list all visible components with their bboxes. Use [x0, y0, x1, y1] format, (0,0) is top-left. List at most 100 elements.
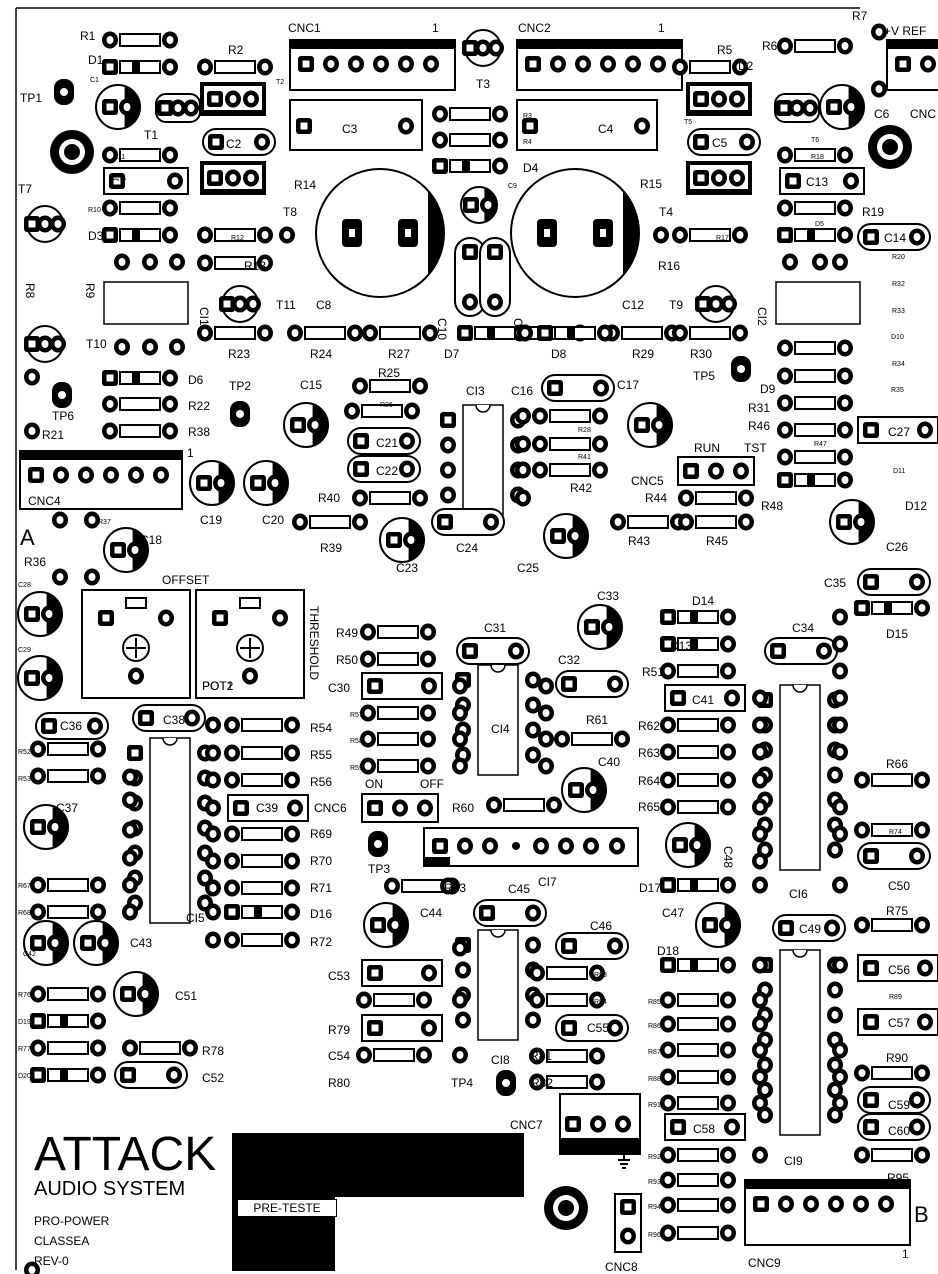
pad-hole: [676, 63, 684, 71]
pad-hole: [733, 174, 741, 182]
pad-hole: [425, 682, 433, 690]
resistor-body: [214, 228, 256, 242]
pad-hole: [94, 772, 102, 780]
label-r1: R1: [80, 29, 96, 43]
pad-hole: [756, 721, 764, 729]
pad-hole: [425, 1024, 433, 1032]
resistor-body: [241, 773, 283, 787]
resistor-body: [677, 1173, 719, 1187]
pad-hole: [737, 467, 745, 475]
label-c30: C30: [328, 681, 350, 695]
pad-hole: [456, 735, 464, 743]
pad-hole: [611, 680, 619, 688]
pad-hole: [459, 751, 467, 759]
pad-hole: [126, 1044, 134, 1052]
label-cnc7: CNC7: [510, 1118, 543, 1132]
terminal-base: [560, 1138, 640, 1154]
pad-hole: [579, 60, 587, 68]
label-c22: C22: [376, 464, 398, 478]
pad-hole: [28, 340, 36, 348]
pad-hole: [407, 536, 415, 544]
pad-hole: [496, 110, 504, 118]
pad-hole: [551, 384, 559, 392]
label-r36: R36: [24, 555, 46, 569]
pad-hole: [444, 882, 452, 890]
pad-hole: [593, 1078, 601, 1086]
pad-hole: [521, 329, 529, 337]
ic-outline: [779, 949, 821, 1136]
label-d13: D13: [670, 639, 692, 653]
pad-hole: [34, 823, 42, 831]
pad-hole: [51, 823, 59, 831]
label-tp1: TP1: [20, 91, 42, 105]
label-r87: R87: [648, 1049, 661, 1056]
resistor-body: [139, 1041, 181, 1055]
pad-hole: [377, 60, 385, 68]
pad-hole: [288, 830, 296, 838]
pad-hole: [913, 578, 921, 586]
pad-hole: [786, 258, 794, 266]
resistor-body: [119, 148, 161, 162]
label-c29: C29: [18, 647, 31, 654]
resistor-body: [794, 450, 836, 464]
pad-hole: [593, 996, 601, 1004]
pad-hole: [276, 614, 284, 622]
pad-hole: [57, 471, 65, 479]
resistor-body: [871, 1066, 913, 1080]
resistor-body: [677, 1148, 719, 1162]
label-r80: R80: [328, 1076, 350, 1090]
label-r78: R78: [202, 1044, 224, 1058]
label-c10: C10: [435, 318, 449, 340]
label-r56: R56: [310, 775, 332, 789]
pad-hole: [461, 842, 469, 850]
label-r64: R64: [638, 774, 660, 788]
pad-hole: [565, 1024, 573, 1032]
label-r43: R43: [628, 534, 650, 548]
pad-hole: [466, 248, 474, 256]
label-r23: R23: [228, 347, 250, 361]
resistor-body: [677, 1017, 719, 1031]
pad-hole: [536, 466, 544, 474]
label-r30: R30: [690, 347, 712, 361]
resistor-body: [377, 732, 419, 746]
resistor-body: [47, 987, 89, 1001]
label-r66: R66: [886, 757, 908, 771]
label-pot1: POT1: [202, 679, 234, 693]
pad-hole: [836, 961, 844, 969]
pad-hole: [45, 674, 53, 682]
pad-hole: [187, 104, 195, 112]
pad-hole: [533, 1078, 541, 1086]
label-c14: C14: [884, 231, 906, 245]
pad-hole: [841, 344, 849, 352]
pad-hole: [664, 1046, 672, 1054]
pad-hole: [816, 258, 824, 266]
pad-hole: [261, 231, 269, 239]
pad-hole: [45, 610, 53, 618]
pad-hole: [542, 682, 550, 690]
resistor-body: [689, 60, 731, 74]
pad-hole: [126, 773, 134, 781]
label-r74: R74: [889, 829, 902, 836]
pad-hole: [113, 177, 121, 185]
pad-hole: [761, 846, 769, 854]
pad-hole: [725, 300, 733, 308]
label-r17: R17: [716, 235, 729, 242]
label-c43: C43: [130, 936, 152, 950]
pad-hole: [828, 924, 836, 932]
pad-hole: [94, 1071, 102, 1079]
pad-hole: [918, 921, 926, 929]
copper-block: [232, 1133, 524, 1197]
pad-hole: [836, 1046, 844, 1054]
label-c23: C23: [396, 561, 418, 575]
pad-hole: [736, 63, 744, 71]
pad-hole: [246, 672, 254, 680]
pad-hole: [466, 44, 474, 52]
label-c45: C45: [508, 882, 530, 896]
resistor-body: [379, 326, 421, 340]
pad-hole: [34, 881, 42, 889]
pad-hole: [229, 95, 237, 103]
pad-hole: [847, 177, 855, 185]
resistor-body: [369, 379, 411, 393]
label-c20: C20: [262, 513, 284, 527]
pad-hole: [166, 204, 174, 212]
